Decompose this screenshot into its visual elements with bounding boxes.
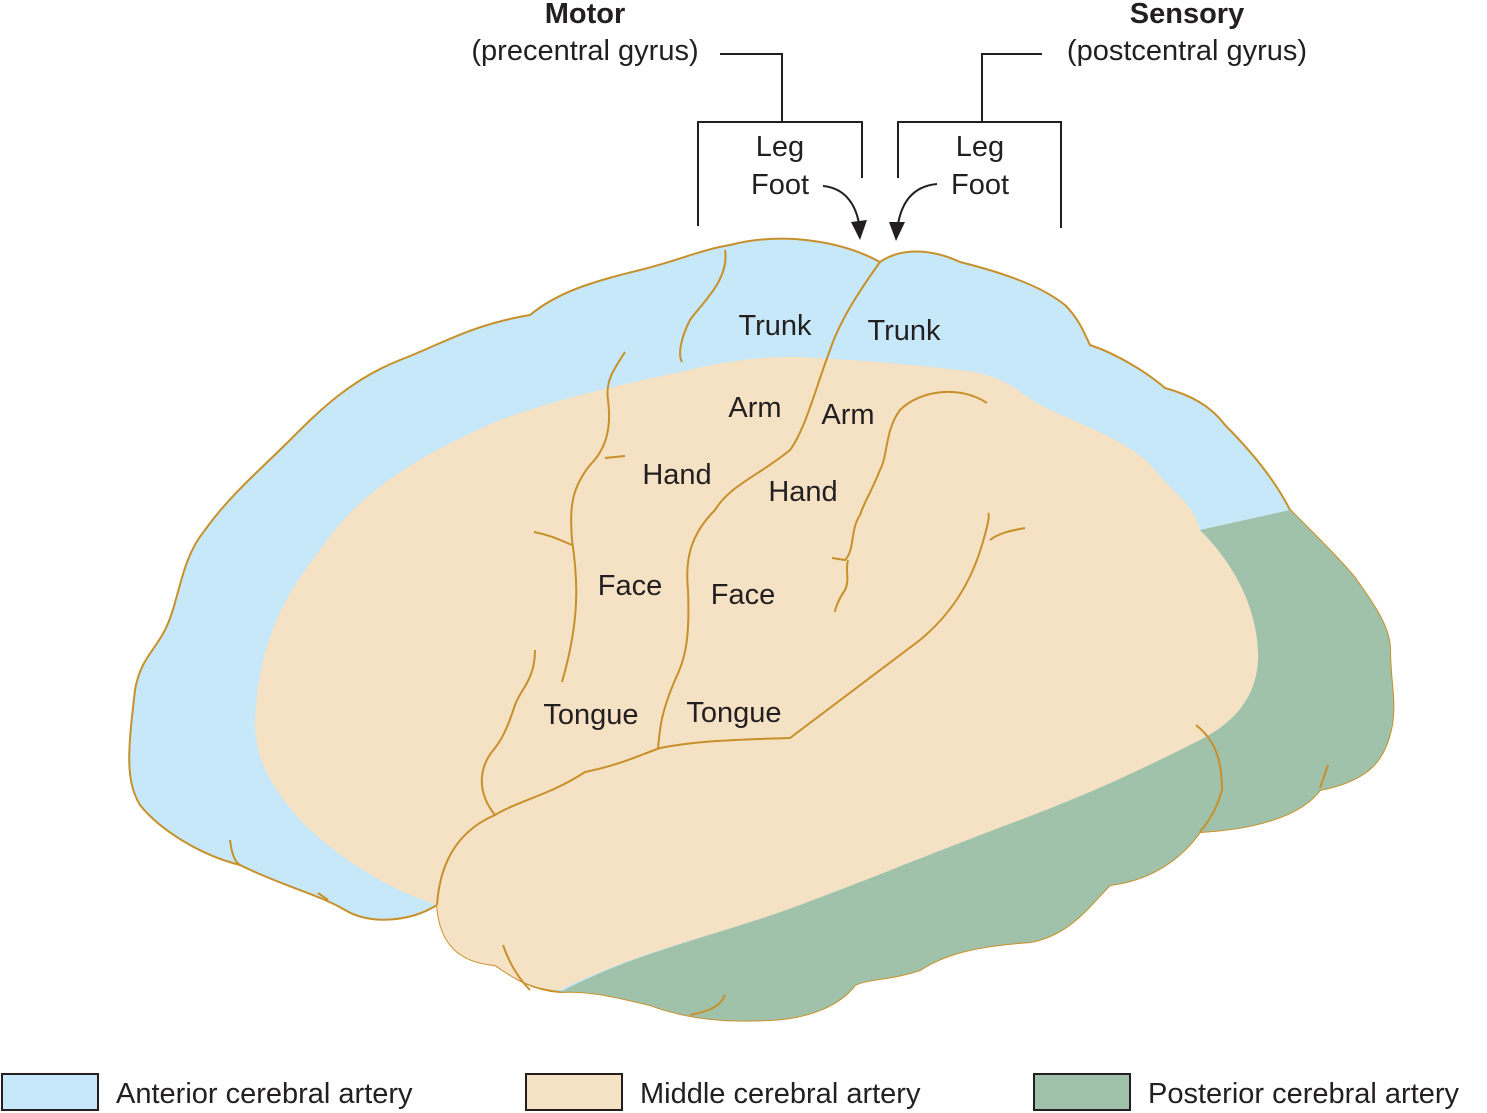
motor-trunk-label: Trunk [738, 310, 812, 342]
sensory-foot-label: Foot [951, 169, 1009, 201]
sulci [229, 249, 1329, 1016]
legend-swatch-middle [525, 1073, 623, 1111]
sensory-subtitle: (postcentral gyrus) [1067, 35, 1307, 67]
sensory-face-label: Face [711, 579, 775, 611]
motor-leg-label: Leg [756, 131, 804, 163]
motor-title: Motor [545, 0, 626, 30]
bracket-lines [697, 53, 1062, 241]
sensory-hand-label: Hand [768, 476, 837, 508]
posterior-cerebral-artery-region [560, 510, 1394, 1021]
sensory-trunk-label: Trunk [867, 315, 941, 347]
motor-foot-label: Foot [751, 169, 809, 201]
sensory-arm-label: Arm [821, 399, 874, 431]
motor-arm-label: Arm [728, 392, 781, 424]
motor-hand-label: Hand [642, 459, 711, 491]
legend-swatch-anterior [1, 1073, 99, 1111]
sensory-title: Sensory [1130, 0, 1244, 30]
motor-face-label: Face [598, 570, 662, 602]
legend-label-posterior: Posterior cerebral artery [1148, 1078, 1460, 1110]
legend-label-anterior: Anterior cerebral artery [116, 1078, 413, 1110]
sensory-leg-label: Leg [956, 131, 1004, 163]
sensory-tongue-label: Tongue [686, 697, 781, 729]
middle-cerebral-artery-region [255, 356, 1259, 990]
legend-swatch-posterior [1033, 1073, 1131, 1111]
motor-subtitle: (precentral gyrus) [471, 35, 698, 67]
legend: Anterior cerebral artery Middle cerebral… [1, 1073, 1460, 1111]
legend-label-middle: Middle cerebral artery [640, 1078, 921, 1110]
motor-tongue-label: Tongue [543, 699, 638, 731]
